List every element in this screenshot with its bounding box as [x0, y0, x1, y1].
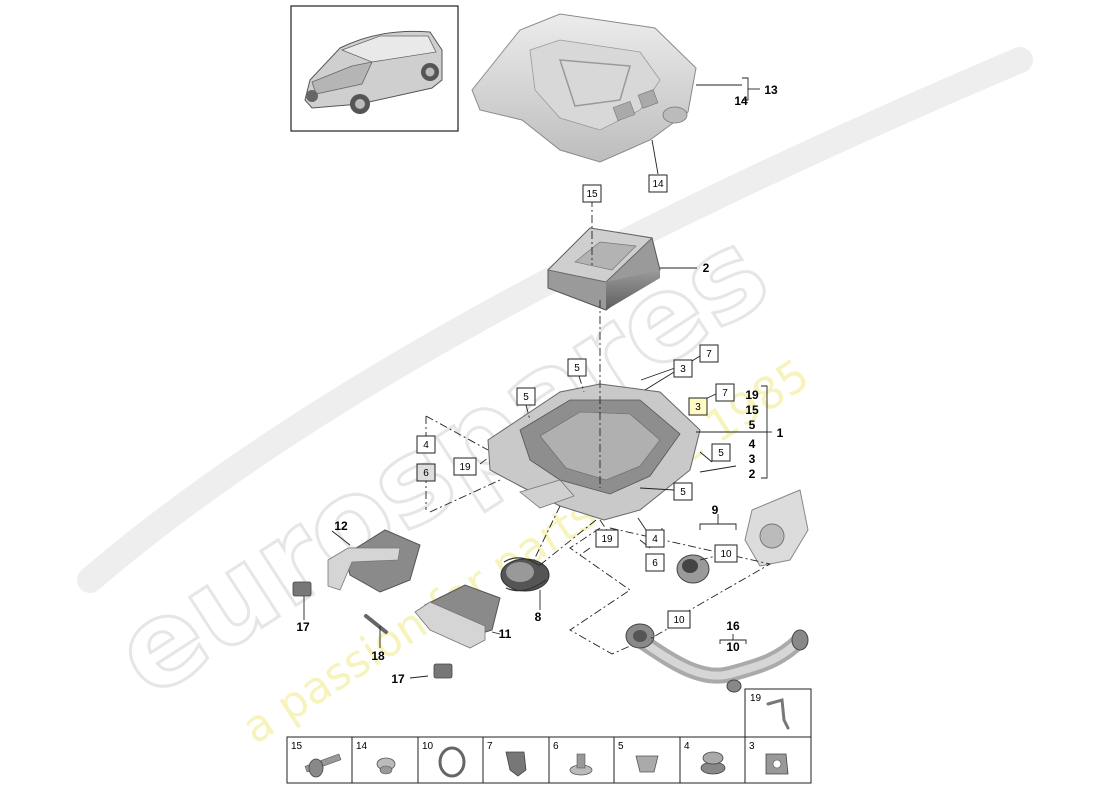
- bracket-part-icon: [766, 698, 790, 730]
- callout-box-5: 5: [673, 482, 693, 501]
- callout-box-14: 14: [648, 174, 668, 193]
- callout-2: 2: [703, 261, 710, 275]
- intake-duct-lower: [414, 584, 501, 649]
- bolt-icon: [304, 753, 342, 778]
- leader-lines: [303, 77, 772, 679]
- callout-16: 16: [726, 619, 740, 633]
- callout-box-10: 10: [667, 610, 691, 629]
- callout-18: 18: [371, 649, 385, 663]
- bracket-clip-icon: [765, 753, 789, 775]
- throttle-body: [744, 489, 809, 567]
- callout-10: 10: [726, 640, 740, 654]
- callout-box-6: 6: [645, 553, 665, 572]
- legend-num: 4: [684, 741, 690, 752]
- grommet-icon: [376, 757, 396, 775]
- legend-num: 5: [618, 741, 624, 752]
- callout-13: 13: [764, 83, 778, 97]
- callout-box-4: 4: [645, 529, 665, 548]
- svg-text:19: 19: [459, 462, 471, 473]
- engine-cover: [471, 13, 697, 163]
- svg-text:4: 4: [423, 440, 429, 451]
- intake-duct-upper: [327, 529, 421, 593]
- svg-text:10: 10: [673, 615, 685, 626]
- callout-3: 3: [749, 452, 756, 466]
- callout-4: 4: [749, 437, 756, 451]
- legend-strip: 19 15 14 10 7 6 5 4 3: [286, 688, 812, 784]
- svg-text:14: 14: [652, 179, 664, 190]
- svg-text:5: 5: [680, 487, 686, 498]
- callout-box-6: 6: [416, 463, 436, 482]
- svg-text:10: 10: [720, 549, 732, 560]
- air-filter-housing: [487, 383, 701, 521]
- assembly-lines: [425, 199, 772, 655]
- svg-text:19: 19: [601, 534, 613, 545]
- svg-text:7: 7: [706, 349, 712, 360]
- callout-box-3-highlight: 3: [688, 397, 708, 416]
- coupling-part: [676, 554, 710, 584]
- o-ring-icon: [438, 746, 466, 778]
- legend-num: 7: [487, 741, 493, 752]
- legend-num: 14: [356, 741, 368, 752]
- svg-text:4: 4: [652, 534, 658, 545]
- callout-19: 19: [745, 388, 759, 402]
- callout-box-7: 7: [699, 344, 719, 363]
- callout-box-3: 3: [673, 359, 693, 378]
- callout-box-15: 15: [582, 184, 602, 203]
- callout-17: 17: [296, 620, 310, 634]
- clip-upper: [292, 581, 312, 597]
- filter-cover-part: [546, 227, 661, 311]
- callout-14: 14: [734, 94, 748, 108]
- callout-box-5: 5: [711, 443, 731, 462]
- callout-9: 9: [712, 503, 719, 517]
- svg-text:5: 5: [523, 392, 529, 403]
- clip-icon: [505, 751, 527, 777]
- callout-box-7: 7: [715, 383, 735, 402]
- callout-2b: 2: [749, 467, 756, 481]
- legend-num: 6: [553, 741, 559, 752]
- callout-1: 1: [777, 426, 784, 440]
- callout-box-5: 5: [516, 387, 536, 406]
- callout-12: 12: [334, 519, 348, 533]
- svg-text:3: 3: [680, 364, 686, 375]
- mount-icon: [700, 751, 726, 775]
- callout-box-4: 4: [416, 435, 436, 454]
- svg-text:3: 3: [695, 402, 701, 413]
- callout-box-5: 5: [567, 358, 587, 377]
- callout-15: 15: [745, 403, 759, 417]
- legend-num-19: 19: [750, 693, 762, 704]
- clip-lower: [433, 663, 453, 679]
- callout-8: 8: [535, 610, 542, 624]
- vehicle-thumbnail: [290, 5, 459, 132]
- svg-text:6: 6: [652, 558, 658, 569]
- svg-text:5: 5: [718, 448, 724, 459]
- bellows-hose: [500, 557, 550, 592]
- callout-11: 11: [499, 627, 512, 641]
- callout-box-19: 19: [595, 529, 619, 548]
- svg-text:6: 6: [423, 468, 429, 479]
- callout-5: 5: [749, 418, 756, 432]
- callout-box-10: 10: [714, 544, 738, 563]
- bold-callouts: 13 14 2 1 19 15 5 4 3 2 9 12 17 18 11 17…: [296, 83, 783, 686]
- svg-text:5: 5: [574, 363, 580, 374]
- legend-num: 10: [422, 741, 434, 752]
- intake-pipe: [625, 623, 809, 693]
- rubber-bush-icon: [635, 755, 659, 773]
- callout-17: 17: [391, 672, 405, 686]
- boxed-callouts: 14 15 7 3 5 7 3 5 4 6 19 5 5 19 4 6 10 1…: [416, 174, 738, 629]
- legend-num: 3: [749, 741, 755, 752]
- hose-clamp-small: [364, 614, 388, 634]
- svg-text:7: 7: [722, 388, 728, 399]
- rivet-icon: [569, 753, 593, 776]
- legend-num: 15: [291, 741, 303, 752]
- svg-text:15: 15: [586, 189, 598, 200]
- callout-box-19: 19: [453, 457, 477, 476]
